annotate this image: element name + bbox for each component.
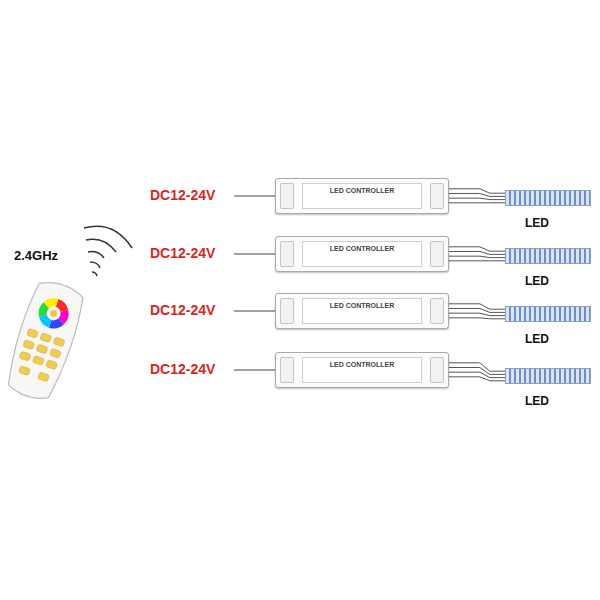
led-strip: LED [505, 190, 591, 230]
radio-waves [84, 226, 132, 276]
strip-label: LED [525, 216, 591, 230]
led-strip-body [505, 248, 591, 264]
led-controller: LED CONTROLLER [275, 236, 449, 272]
controller-text: LED CONTROLLER [303, 361, 421, 368]
frequency-label: 2.4GHz [14, 248, 58, 263]
controller-text: LED CONTROLLER [303, 302, 421, 309]
mounting-flange [280, 357, 294, 383]
strip-label: LED [525, 274, 591, 288]
strip-label: LED [525, 394, 591, 408]
voltage-label: DC12-24V [150, 245, 215, 261]
led-controller: LED CONTROLLER [275, 352, 449, 388]
mounting-flange [430, 183, 444, 209]
controller-label: LED CONTROLLER [302, 183, 422, 209]
controller-label: LED CONTROLLER [302, 298, 422, 324]
controller-text: LED CONTROLLER [303, 245, 421, 252]
controller-label: LED CONTROLLER [302, 357, 422, 383]
mounting-flange [280, 241, 294, 267]
power-lead [234, 196, 275, 370]
led-strip: LED [505, 306, 591, 346]
voltage-label: DC12-24V [150, 302, 215, 318]
led-strip: LED [505, 248, 591, 288]
led-strip: LED [505, 368, 591, 408]
led-controller: LED CONTROLLER [275, 293, 449, 329]
wire-bundle [449, 189, 505, 203]
wire-bundle [449, 363, 505, 381]
led-strip-body [505, 306, 591, 322]
led-controller: LED CONTROLLER [275, 178, 449, 214]
strip-label: LED [525, 332, 591, 346]
mounting-flange [430, 298, 444, 324]
voltage-label: DC12-24V [150, 187, 215, 203]
mounting-flange [280, 183, 294, 209]
wire-bundle [449, 247, 505, 261]
led-strip-body [505, 368, 591, 384]
mounting-flange [430, 357, 444, 383]
wire-bundle [449, 304, 505, 319]
remote-control [2, 277, 89, 405]
mounting-flange [280, 298, 294, 324]
voltage-label: DC12-24V [150, 361, 215, 377]
controller-label: LED CONTROLLER [302, 241, 422, 267]
mounting-flange [430, 241, 444, 267]
led-strip-body [505, 190, 591, 206]
controller-text: LED CONTROLLER [303, 187, 421, 194]
